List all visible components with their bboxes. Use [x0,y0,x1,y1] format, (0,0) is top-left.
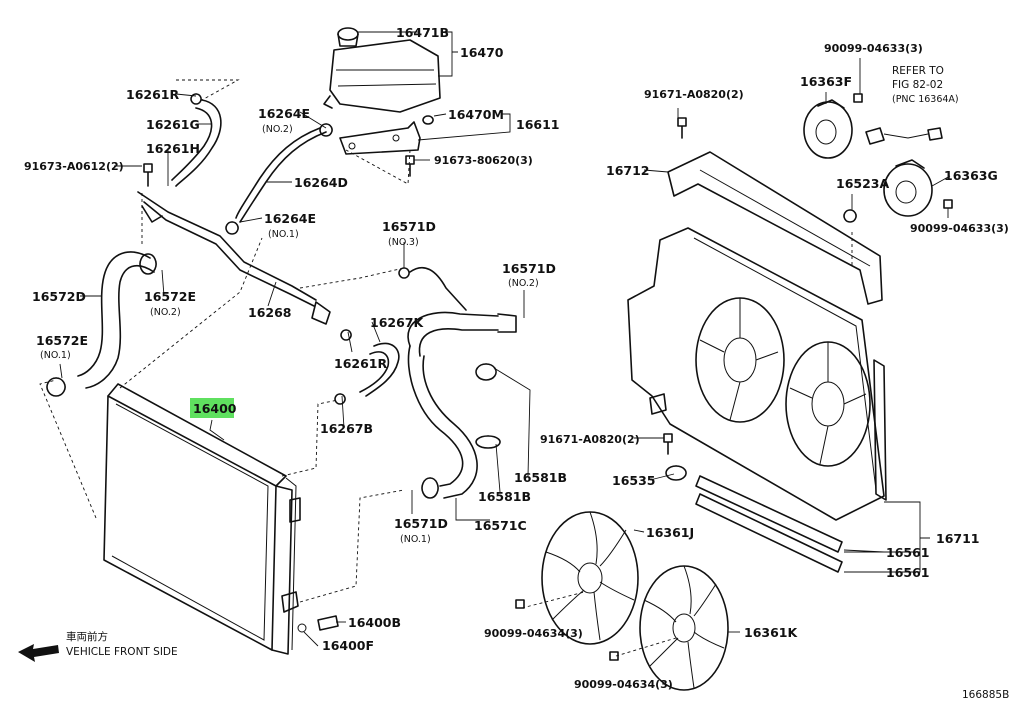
label-16572e-no2-note: (NO.2) [150,307,181,318]
label-16361k: 16361K [744,625,798,640]
leader-lines [59,31,951,647]
label-16571d-no1: 16571D [394,516,448,531]
label-91671-a0820-mid: 91671-A0820(2) [540,433,640,446]
label-16581b-left: 16581B [478,489,531,504]
drain-plug-drawing [297,615,339,633]
upper-radiator-hose-drawing [46,251,157,397]
label-16264e-no2: 16264E [258,106,310,121]
label-16535: 16535 [612,473,656,488]
label-16363g: 16363G [944,168,998,183]
label-16571d-no3-note: (NO.3) [388,237,419,248]
shroud-cushions-drawing [695,475,843,573]
highlight-box [190,398,234,418]
label-16572d: 16572D [32,289,86,304]
part-labels: 16471B 16470 16261R 16261G 16261H 91673-… [24,25,1009,701]
label-90099-04633-top: 90099-04633(3) [824,42,923,55]
fans-drawing [541,511,729,691]
label-90099-04633-right: 90099-04633(3) [910,222,1009,235]
label-16561-lower: 16561 [886,565,930,580]
label-16400b: 16400B [348,615,401,630]
label-16611: 16611 [516,117,560,132]
label-16711: 16711 [936,531,980,546]
label-91671-a0820-top: 91671-A0820(2) [644,88,744,101]
vehicle-front-label-jp: 車両前方 [66,630,108,643]
label-16264e-no1-note: (NO.1) [268,229,299,240]
label-90099-04634-left: 90099-04634(3) [484,627,583,640]
vehicle-front-arrow-icon [18,644,59,662]
bypass-hoses-drawing [334,329,400,405]
label-16571d-no2: 16571D [502,261,556,276]
label-16523a: 16523A [836,176,889,191]
label-16267k: 16267K [370,315,424,330]
reservoir-tank-drawing [323,27,441,113]
label-16261h: 16261H [146,141,200,156]
label-91673-80620: 91673-80620(3) [434,154,533,167]
radiator-drawing [103,383,301,655]
vehicle-front-label-en: VEHICLE FRONT SIDE [66,646,178,658]
lower-radiator-hose-drawing [398,266,517,499]
overflow-hoses-drawing [137,93,333,325]
refer-note-line3: (PNC 16364A) [892,94,959,105]
label-16261g: 16261G [146,117,200,132]
reservoir-bracket-drawing [339,115,434,155]
label-91673-a0612: 91673-A0612(2) [24,160,124,173]
label-16261r-mid: 16261R [334,356,387,371]
label-16264d: 16264D [294,175,348,190]
label-16572e-no1-note: (NO.1) [40,350,71,361]
label-16400f: 16400F [322,638,374,653]
label-16400: 16400 [193,401,237,416]
label-16712: 16712 [606,163,650,178]
label-16572e-no1: 16572E [36,333,88,348]
label-16268: 16268 [248,305,292,320]
label-16571c: 16571C [474,518,527,533]
fan-shroud-drawing [627,151,887,521]
label-16571d-no3: 16571D [382,219,436,234]
label-16571d-no1-note: (NO.1) [400,534,431,545]
fan-motors-drawing [803,99,943,217]
refer-note-line1: REFER TO [892,65,944,77]
label-90099-04634-bottom: 90099-04634(3) [574,678,673,691]
label-16471b: 16471B [396,25,449,40]
label-16470: 16470 [460,45,504,60]
label-16581b-right: 16581B [514,470,567,485]
label-16264e-no1: 16264E [264,211,316,226]
label-16470m: 16470M [448,107,504,122]
label-16561-upper: 16561 [886,545,930,560]
label-16267b: 16267B [320,421,373,436]
refer-note-line2: FIG 82-02 [892,79,943,91]
label-16264e-no2-note: (NO.2) [262,124,293,135]
bolts-drawing [143,93,953,661]
label-16571d-no2-note: (NO.2) [508,278,539,289]
label-16361j: 16361J [646,525,694,540]
guide-lines [39,79,853,657]
label-16261r-top: 16261R [126,87,179,102]
label-16363f: 16363F [800,74,852,89]
figure-id: 166885B [962,689,1009,701]
label-16572e-no2: 16572E [144,289,196,304]
